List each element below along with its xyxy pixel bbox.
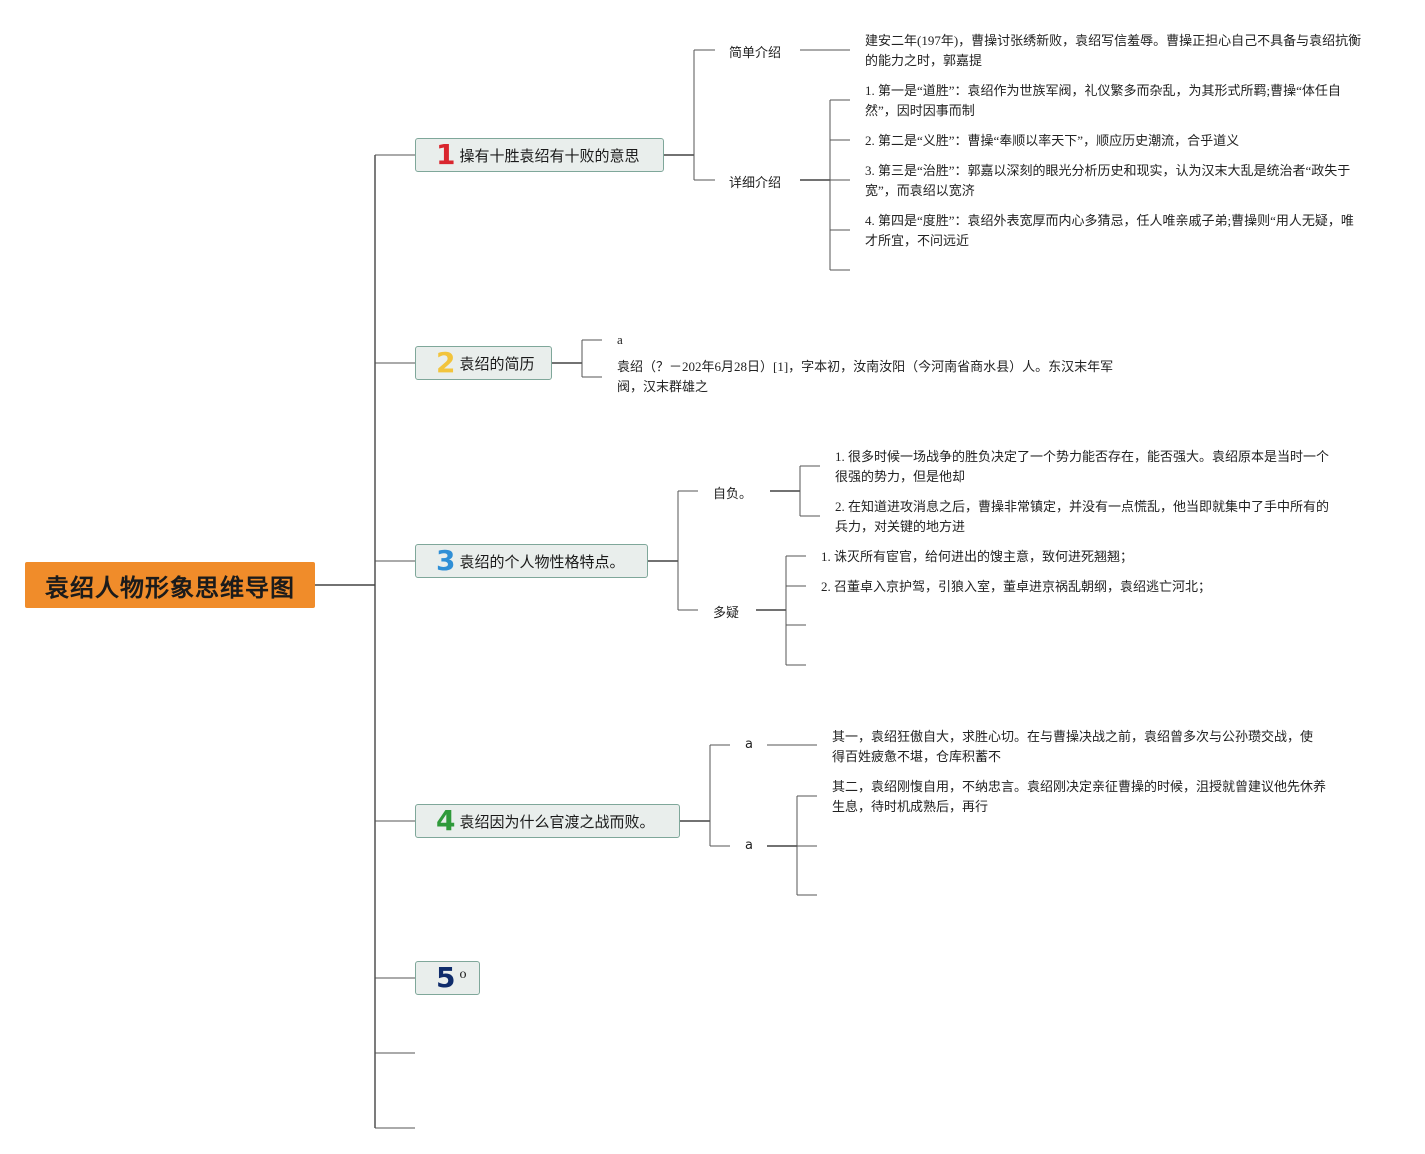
topic-3-label: 袁绍的个人物性格特点。 bbox=[459, 552, 625, 571]
leaf-text: 1. 第一是“道胜”：袁绍作为世族军阀，礼仪繁多而杂乱，为其形式所羁;曹操“体任… bbox=[865, 83, 1341, 118]
number-3-badge: 3 bbox=[436, 544, 456, 577]
leaf-text: 1. 很多时候一场战争的胜负决定了一个势力能否存在，能否强大。袁绍原本是当时一个… bbox=[835, 449, 1330, 484]
number-2-badge: 2 bbox=[436, 346, 456, 379]
leaf-text: a bbox=[617, 332, 623, 347]
root-title: 袁绍人物形象思维导图 bbox=[45, 573, 295, 602]
leaf-text: 3. 第三是“治胜”：郭嘉以深刻的眼光分析历史和现实，认为汉末大乱是统治者“政失… bbox=[865, 163, 1351, 198]
number-4-badge: 4 bbox=[436, 804, 456, 837]
subtopic-suspicious[interactable]: 多疑 bbox=[713, 606, 740, 621]
topic-2[interactable]: 2 袁绍的简历 bbox=[415, 346, 552, 380]
leaf-text: 其二，袁绍刚愎自用，不纳忠言。袁绍刚决定亲征曹操的时候，沮授就曾建议他先休养生息… bbox=[832, 779, 1327, 814]
topic-5-label: o bbox=[459, 967, 467, 982]
leaf-text: 袁绍（？－202年6月28日）[1]，字本初，汝南汝阳（今河南省商水县）人。东汉… bbox=[617, 359, 1114, 394]
topic-3[interactable]: 3 袁绍的个人物性格特点。 bbox=[415, 544, 648, 578]
topic-2-label: 袁绍的简历 bbox=[459, 354, 535, 373]
topic-5[interactable]: 5 o bbox=[415, 961, 480, 995]
number-5-badge: 5 bbox=[436, 961, 456, 994]
leaf-text: 4. 第四是“度胜”：袁绍外表宽厚而内心多猜忌，任人唯亲戚子弟;曹操则“用人无疑… bbox=[865, 213, 1354, 248]
subtopic-arrogant[interactable]: 自负。 bbox=[713, 487, 753, 502]
subtopic-detailed-intro[interactable]: 详细介绍 bbox=[729, 176, 782, 191]
root-topic[interactable]: 袁绍人物形象思维导图 bbox=[25, 562, 315, 608]
topic-4[interactable]: 4 袁绍因为什么官渡之战而败。 bbox=[415, 804, 680, 838]
subtopic-a-1[interactable]: a bbox=[745, 737, 753, 752]
topic-4-label: 袁绍因为什么官渡之战而败。 bbox=[459, 812, 655, 831]
leaf-text: 2. 在知道进攻消息之后，曹操非常镇定，并没有一点慌乱，他当即就集中了手中所有的… bbox=[835, 499, 1330, 534]
subtopic-a-2[interactable]: a bbox=[745, 838, 753, 853]
subtopic-simple-intro[interactable]: 简单介绍 bbox=[729, 46, 782, 61]
leaf-text: 2. 召董卓入京护驾，引狼入室，董卓进京祸乱朝纲，袁绍逃亡河北； bbox=[821, 579, 1212, 594]
topic-1[interactable]: 1 操有十胜袁绍有十败的意思 bbox=[415, 138, 664, 172]
leaf-text: 建安二年(197年)，曹操讨张绣新败，袁绍写信羞辱。曹操正担心自己不具备与袁绍抗… bbox=[865, 33, 1362, 68]
topic-1-label: 操有十胜袁绍有十败的意思 bbox=[459, 146, 640, 165]
leaf-text: 2. 第二是“义胜”：曹操“奉顺以率天下”，顺应历史潮流，合乎道义 bbox=[865, 133, 1240, 148]
leaf-text: 其一，袁绍狂傲自大，求胜心切。在与曹操决战之前，袁绍曾多次与公孙瓒交战，使得百姓… bbox=[832, 729, 1314, 764]
leaf-text: 1. 诛灭所有宦官，给何进出的馊主意，致何进死翘翘； bbox=[821, 549, 1134, 564]
number-1-badge: 1 bbox=[436, 138, 456, 171]
